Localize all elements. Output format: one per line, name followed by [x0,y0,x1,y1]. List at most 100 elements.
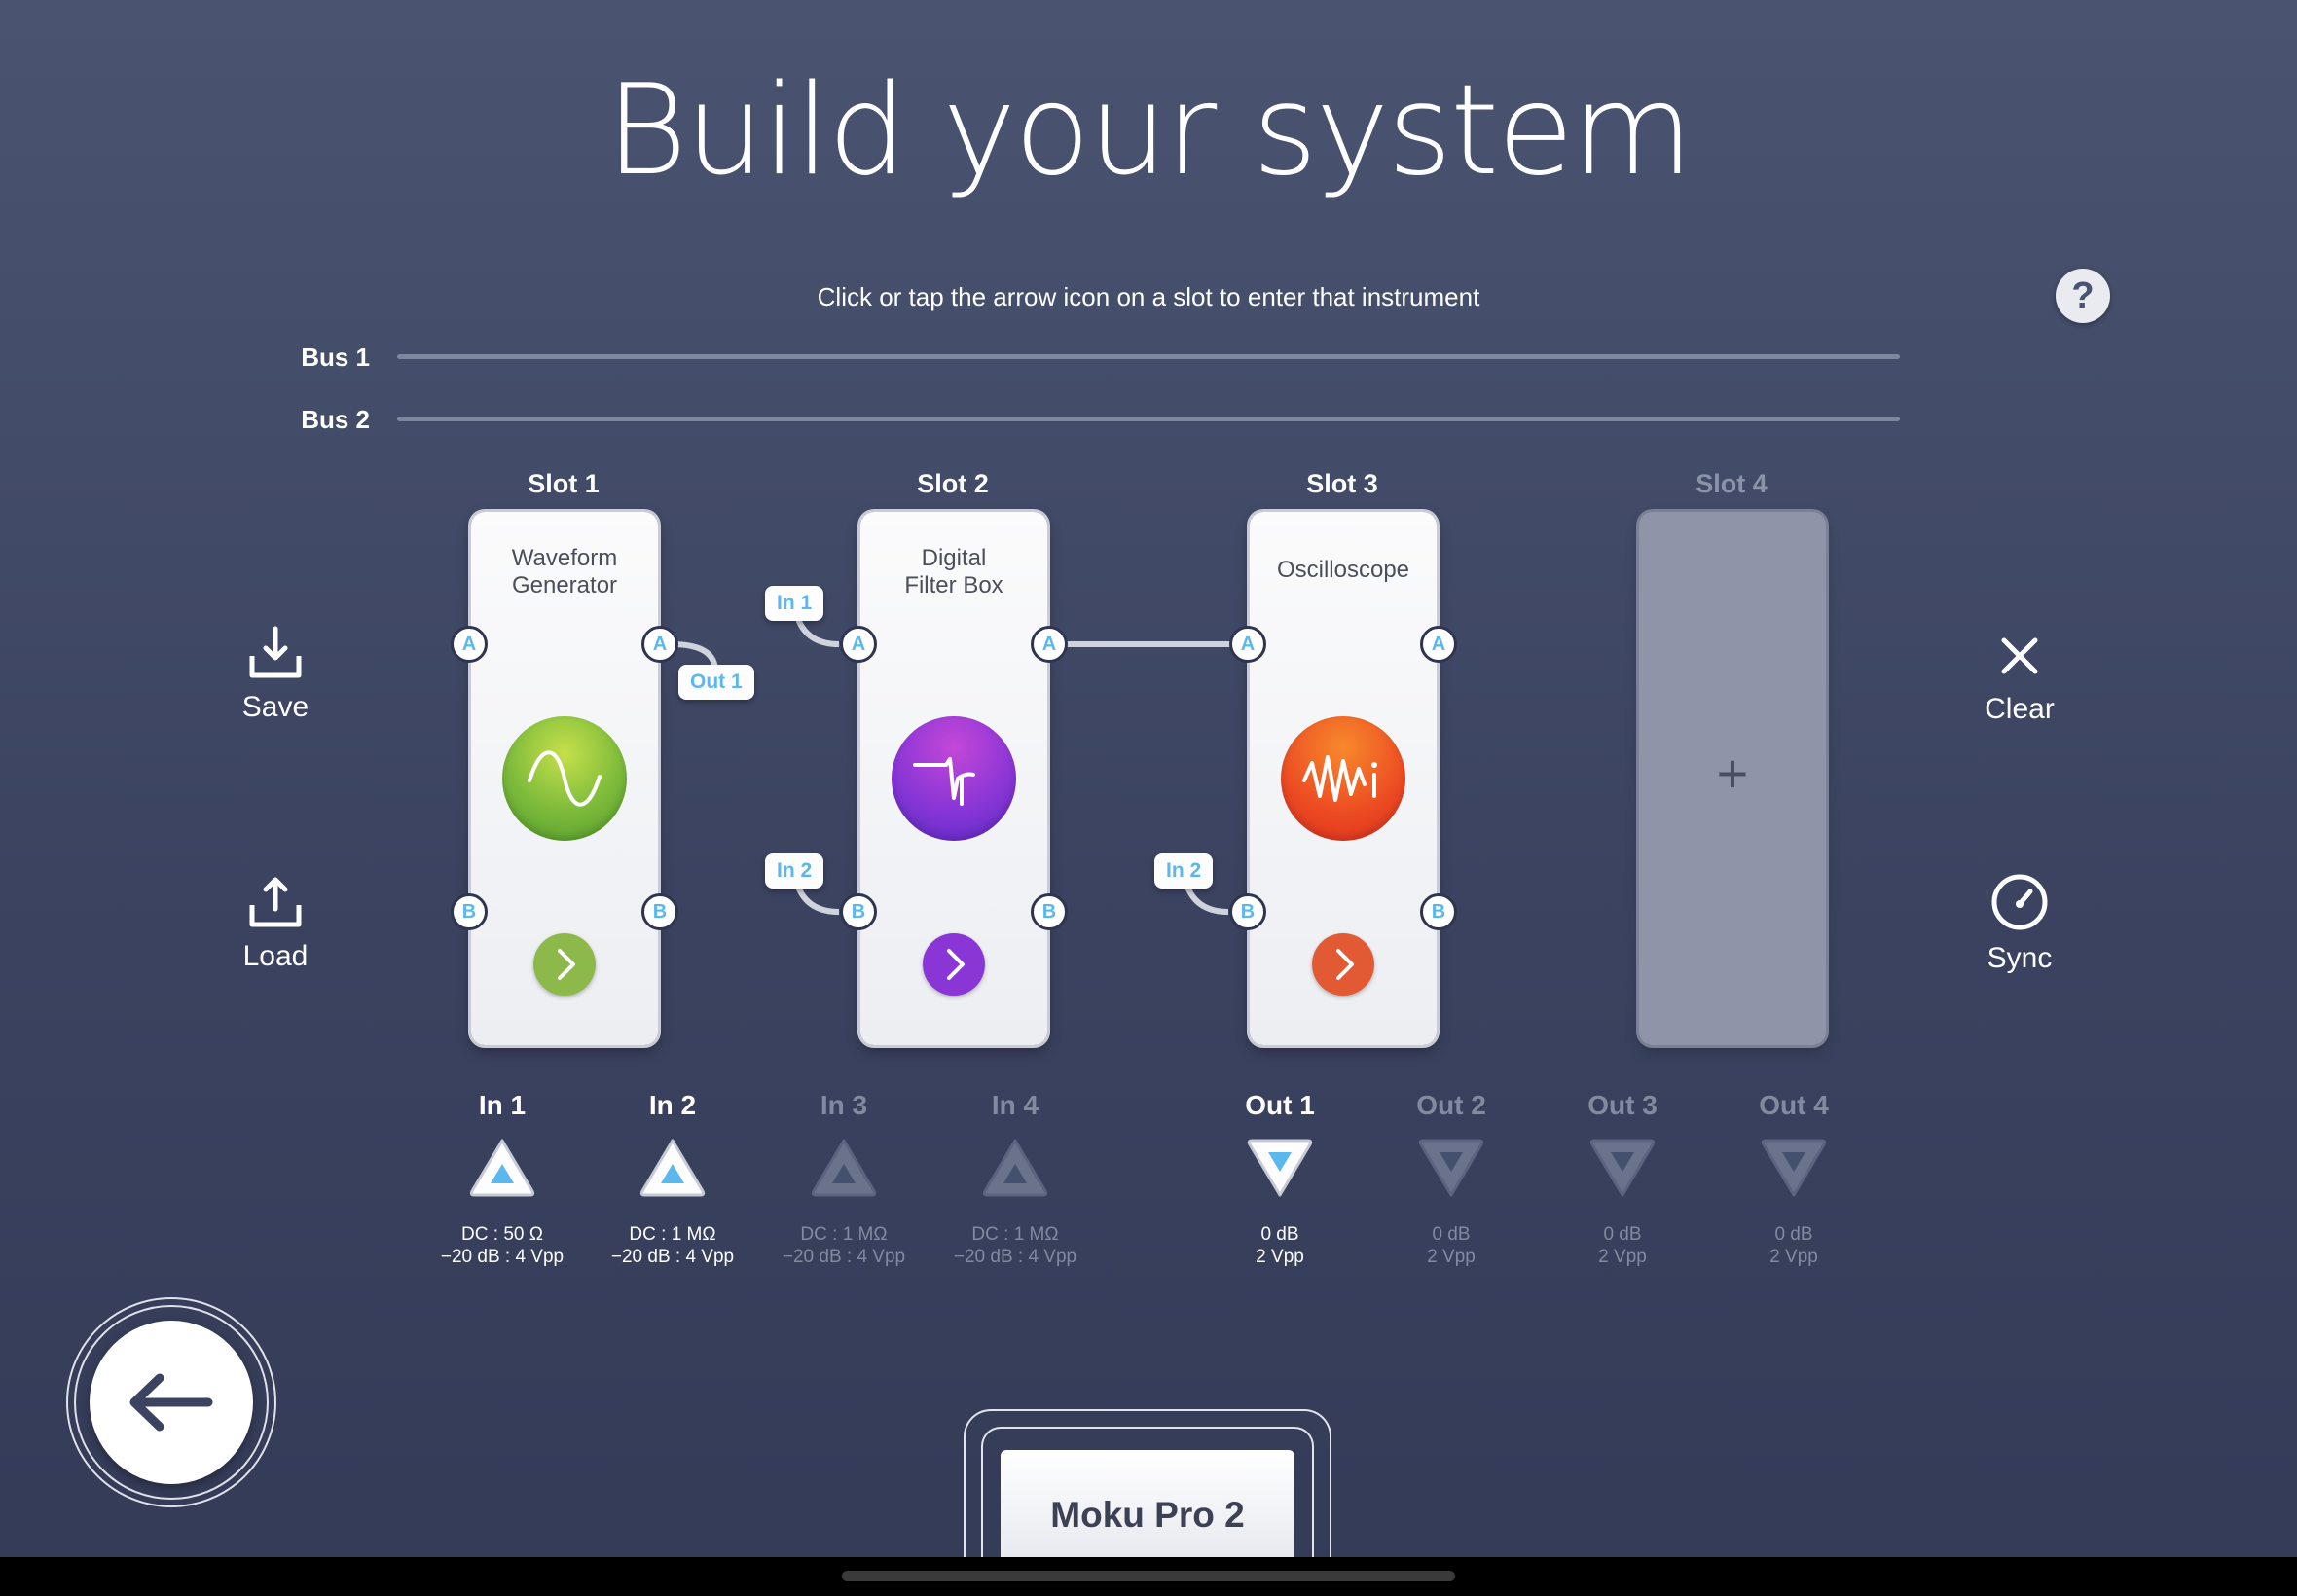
input-1-coupling: DC : 50 Ω [461,1224,543,1245]
slot-1-output-b-port[interactable]: B [641,893,678,930]
slot-2-input-b-port[interactable]: B [840,893,877,930]
input-2-label: In 2 [648,1090,697,1120]
input-3-button[interactable] [808,1135,880,1201]
input-4-spec: DC : 1 MΩ −20 dB : 4 Vpp [932,1223,1098,1268]
output-2-button[interactable] [1415,1135,1487,1201]
slot2-in2-wire [795,885,840,915]
sync-button[interactable]: Sync [1922,872,2117,975]
save-label: Save [241,691,310,723]
load-label: Load [242,940,309,972]
slot-2-output-a-port[interactable]: A [1031,626,1068,663]
slot-2-label: Slot 2 [917,469,989,498]
slot-4-add-button[interactable]: + [1639,512,1826,1045]
save-button[interactable]: Save [178,623,373,724]
triangle-up-icon [661,1164,684,1183]
close-icon [2001,637,2038,674]
clear-button[interactable]: Clear [1922,629,2117,726]
input-4-range: −20 dB : 4 Vpp [953,1247,1077,1267]
load-button[interactable]: Load [178,872,373,973]
slot-1-input-b-port[interactable]: B [451,893,488,930]
output-2-spec: 0 dB 2 Vpp [1368,1223,1534,1268]
slot-3-input-b-port[interactable]: B [1229,893,1266,930]
output-3-button[interactable] [1586,1135,1659,1201]
output-1-button[interactable] [1244,1135,1316,1201]
chevron-right-icon [947,949,965,980]
slot-2-card[interactable]: Digital Filter Box [860,512,1047,1045]
input-1-spec: DC : 50 Ω −20 dB : 4 Vpp [419,1223,585,1268]
output-1-label: Out 1 [1245,1090,1315,1120]
bus-1-line[interactable] [397,354,1900,359]
triangle-down-icon [1268,1152,1292,1172]
clear-label: Clear [1985,693,2055,725]
slot-1-out1-tag[interactable]: Out 1 [678,665,754,700]
output-3-label: Out 3 [1587,1090,1658,1120]
device-name: Moku Pro 2 [1001,1450,1294,1565]
input-3-label: In 3 [820,1090,868,1120]
slot-2-enter-button[interactable] [923,933,985,996]
slot-2-in2-tag[interactable]: In 2 [765,853,824,889]
output-4-label: Out 4 [1759,1090,1829,1120]
output-2-gain: 0 dB [1432,1224,1471,1245]
output-3-range: 2 Vpp [1598,1247,1647,1267]
device-selector[interactable]: Moku Pro 2 [964,1409,1331,1565]
output-4-gain: 0 dB [1774,1224,1813,1245]
slot-1-label: Slot 1 [528,469,600,498]
input-2-coupling: DC : 1 MΩ [629,1224,716,1245]
help-button[interactable]: ? [2056,269,2110,323]
input-3-spec: DC : 1 MΩ −20 dB : 4 Vpp [761,1223,927,1268]
download-icon [249,626,302,678]
input-4-label: In 4 [991,1090,1039,1120]
slot-1-card[interactable]: Waveform Generator [471,512,658,1045]
slot-1-enter-button[interactable] [533,933,596,996]
slot-3-input-a-port[interactable]: A [1229,626,1266,663]
output-1-spec: 0 dB 2 Vpp [1197,1223,1363,1268]
slot-2-in1-tag[interactable]: In 1 [765,586,824,621]
back-button-face [90,1321,253,1484]
input-1-label: In 1 [478,1090,527,1120]
instructions-text: Click or tap the arrow icon on a slot to… [817,282,1480,311]
output-4-range: 2 Vpp [1769,1247,1818,1267]
slot-3-in2-tag[interactable]: In 2 [1154,853,1214,889]
slot-3-output-a-port[interactable]: A [1420,626,1457,663]
slot-2-input-a-port[interactable]: A [840,626,877,663]
back-button[interactable] [66,1297,276,1507]
slot-1-output-a-port[interactable]: A [641,626,678,663]
input-3-range: −20 dB : 4 Vpp [782,1247,906,1267]
slot2-in1-wire [795,617,840,647]
bus-2-line[interactable] [397,417,1900,421]
arrow-left-icon [129,1373,213,1432]
input-3-coupling: DC : 1 MΩ [800,1224,888,1245]
triangle-up-icon [1003,1164,1027,1183]
slot-1-input-a-port[interactable]: A [451,626,488,663]
output-3-spec: 0 dB 2 Vpp [1540,1223,1705,1268]
output-1-range: 2 Vpp [1256,1247,1304,1267]
waveform-generator-icon [502,716,627,841]
upload-icon [249,877,302,927]
input-1-button[interactable] [466,1135,538,1201]
slot-2-output-b-port[interactable]: B [1031,893,1068,930]
plus-icon: + [1716,743,1749,804]
input-2-button[interactable] [637,1135,709,1201]
slot3-in2-wire [1185,885,1229,915]
triangle-up-icon [832,1164,856,1183]
output-4-button[interactable] [1758,1135,1830,1201]
slot-3-output-b-port[interactable]: B [1420,893,1457,930]
slot-3-enter-button[interactable] [1312,933,1374,996]
back-button-ring [74,1305,269,1500]
slot-3-label: Slot 3 [1306,469,1378,498]
output-2-label: Out 2 [1416,1090,1486,1120]
device-frame [981,1427,1314,1565]
sync-label: Sync [1987,942,2053,974]
slot-3-card[interactable]: Oscilloscope [1250,512,1437,1045]
triangle-down-icon [1440,1152,1463,1172]
triangle-up-icon [491,1164,514,1183]
output-1-gain: 0 dB [1260,1224,1299,1245]
input-2-range: −20 dB : 4 Vpp [610,1247,735,1267]
bus-2-label: Bus 2 [301,405,370,434]
gauge-icon [1991,874,2048,930]
input-4-button[interactable] [979,1135,1051,1201]
chevron-right-icon [1336,949,1354,980]
home-indicator[interactable] [842,1571,1455,1581]
page-title: Build your system [605,58,1693,203]
